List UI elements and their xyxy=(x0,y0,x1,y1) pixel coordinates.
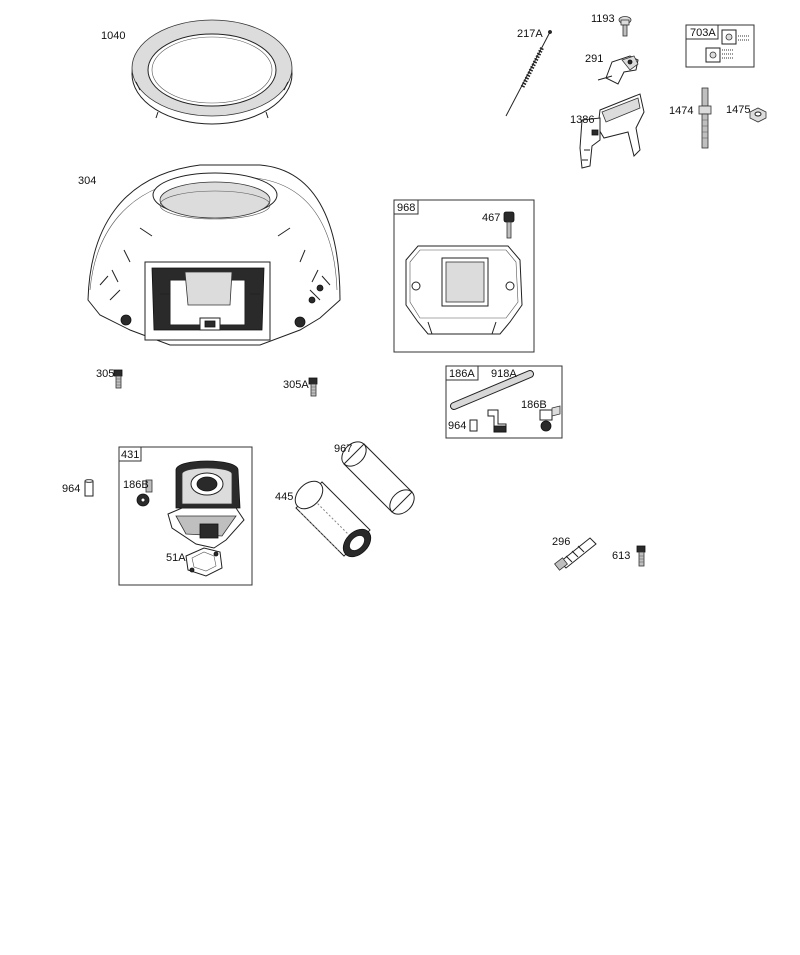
part-964-sleeve xyxy=(84,479,94,497)
label-431: 431 xyxy=(121,449,139,461)
label-613: 613 xyxy=(612,550,630,562)
label-964-left: 964 xyxy=(62,483,80,495)
label-305: 305 xyxy=(96,368,114,380)
label-186B-left: 186B xyxy=(123,479,149,491)
label-1040: 1040 xyxy=(101,30,125,42)
part-296-shaft xyxy=(554,537,597,571)
part-1386-shield xyxy=(579,93,645,169)
label-304: 304 xyxy=(78,175,96,187)
part-1475-nut xyxy=(749,107,767,123)
label-918A: 918A xyxy=(491,368,517,380)
label-1193: 1193 xyxy=(591,13,615,25)
label-217A: 217A xyxy=(517,28,543,40)
part-967-precleaner xyxy=(341,441,415,515)
part-305A-bolt xyxy=(308,377,318,397)
part-304-blower-housing xyxy=(87,164,341,346)
label-1475: 1475 xyxy=(726,104,750,116)
label-1474: 1474 xyxy=(669,105,693,117)
part-431-filter-base-group xyxy=(118,446,253,586)
part-445-air-filter xyxy=(294,480,372,558)
label-467: 467 xyxy=(482,212,500,224)
label-305A: 305A xyxy=(283,379,309,391)
label-445: 445 xyxy=(275,491,293,503)
part-291-bracket xyxy=(597,55,639,85)
label-964-right: 964 xyxy=(448,420,466,432)
label-296: 296 xyxy=(552,536,570,548)
label-51A: 51A xyxy=(166,552,186,564)
label-1386: 1386 xyxy=(570,114,594,126)
label-291: 291 xyxy=(585,53,603,65)
label-186B-right: 186B xyxy=(521,399,547,411)
label-703A: 703A xyxy=(690,27,716,39)
part-703A-kit xyxy=(685,24,755,68)
part-217A-spring xyxy=(505,30,552,117)
label-186A: 186A xyxy=(449,368,475,380)
part-1193-screw xyxy=(618,16,632,37)
part-968-cover-group xyxy=(393,199,535,353)
label-968: 968 xyxy=(397,202,415,214)
part-305-bolt xyxy=(113,369,123,389)
label-967: 967 xyxy=(334,443,352,455)
part-1474-stud xyxy=(698,87,712,149)
part-613-bolt xyxy=(636,545,646,567)
part-1040-ring xyxy=(131,19,293,125)
part-186A-hose-group xyxy=(445,365,563,439)
